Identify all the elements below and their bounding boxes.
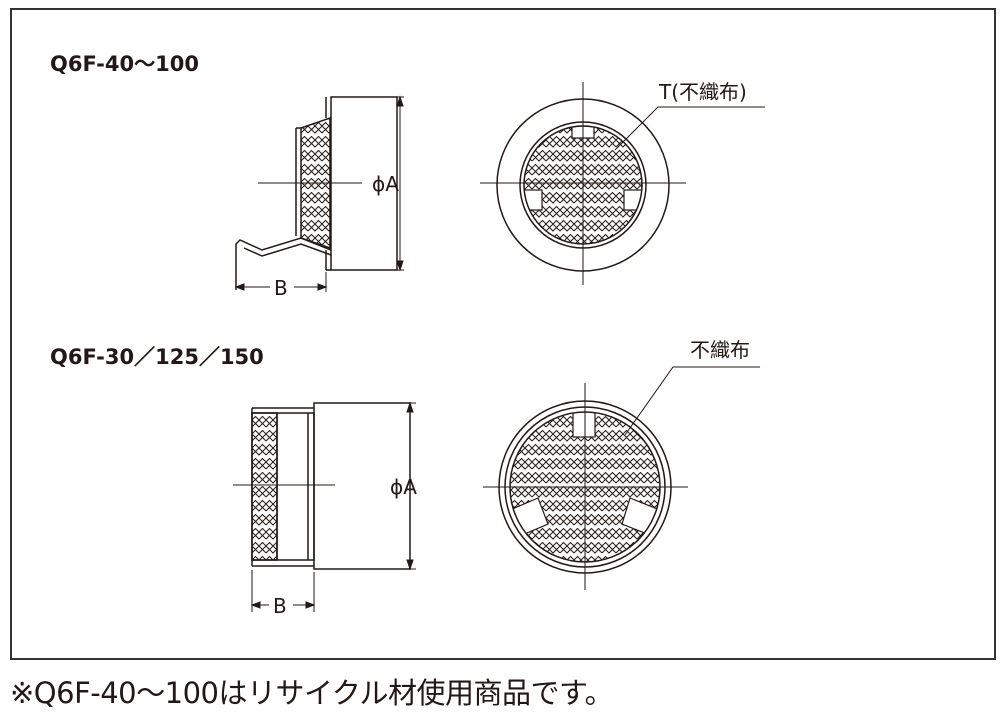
callout-leader-top — [614, 106, 765, 151]
side-view-bottom — [251, 402, 411, 570]
dim-phiA-bottom-label: ϕA — [390, 475, 417, 499]
dim-B-top-label: B — [274, 276, 288, 300]
callout-label-top: T(不織布) — [658, 80, 747, 104]
drawing-frame — [10, 8, 996, 660]
side-view-top — [235, 96, 398, 290]
callout-leader-bottom — [624, 366, 760, 436]
dim-phiA-top — [396, 95, 404, 272]
dim-B-bottom-label: B — [273, 594, 287, 618]
footnote: ※Q6F-40～100はリサイクル材使用商品です。 — [10, 676, 614, 710]
dim-B-bottom — [250, 570, 316, 612]
model-title-top: Q6F-40～100 — [50, 52, 199, 76]
dim-B-top — [234, 272, 328, 292]
dim-phiA-top-label: ϕA — [372, 172, 399, 196]
callout-label-bottom: 不織布 — [690, 338, 750, 362]
dim-phiA-bottom — [406, 401, 416, 571]
model-title-bottom: Q6F-30／125／150 — [50, 345, 264, 369]
